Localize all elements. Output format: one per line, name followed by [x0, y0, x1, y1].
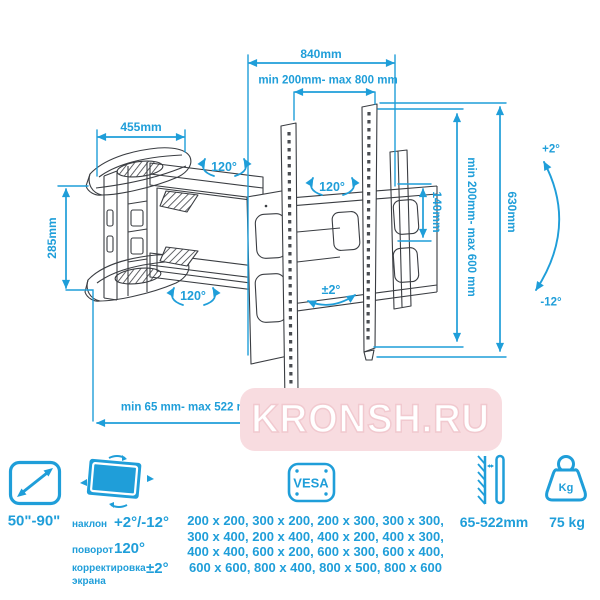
- dimension-lines: [57, 54, 561, 428]
- mount-line-art: [84, 103, 438, 404]
- screen-size-icon: [8, 460, 62, 506]
- dim-hole-spacing-label: 140mm: [430, 191, 444, 233]
- swivel-top-label: 120°: [211, 159, 237, 174]
- dim-tv-bracket-height-label: 285mm: [45, 217, 59, 259]
- vesa-sizes-line4: 600 x 600, 800 x 400, 800 x 500, 800 x 6…: [188, 559, 442, 575]
- watermark-text: KRONSH.RU: [251, 396, 491, 442]
- tilt-spec-value: +2°/-12°: [114, 514, 169, 531]
- vesa-sizes-line1: 200 x 200, 300 x 200, 200 x 300, 300 x 3…: [187, 513, 444, 528]
- wall-distance-label: 65-522mm: [459, 514, 529, 530]
- vesa-sizes-list: 200 x 200, 300 x 200, 200 x 300, 300 x 3…: [175, 513, 456, 575]
- swivel-spec-label: поворот: [72, 545, 114, 556]
- weight-icon: [545, 455, 587, 502]
- dim-tv-bracket-width-label: 455mm: [120, 120, 162, 134]
- swivel-spec-value: 120°: [114, 540, 146, 557]
- correction-spec-value: ±2°: [146, 560, 169, 577]
- watermark-badge: KRONSH.RU: [240, 388, 502, 451]
- vesa-sizes-line2: 300 x 400, 200 x 400, 400 x 200, 400 x 3…: [187, 528, 444, 544]
- tilt-spec-label: наклон: [72, 519, 108, 530]
- weight-unit-label: Kg: [558, 482, 574, 494]
- vesa-sizes-line3: 400 x 400, 600 x 200, 600 x 300, 600 x 4…: [187, 544, 444, 560]
- dim-total-width-label: 840mm: [300, 47, 342, 61]
- correction-spec-label2: экрана: [72, 576, 106, 587]
- vesa-title: VESA: [293, 475, 329, 491]
- dim-width-range-label: min 200mm- max 800 mm: [258, 74, 398, 87]
- dim-extension-range-label: min 65 mm- max 522 mm: [120, 401, 258, 414]
- tilt-down-label: -12°: [540, 296, 562, 309]
- tilt-up-label: +2°: [542, 143, 560, 156]
- vesa-icon: [287, 462, 336, 503]
- swivel-mid-label: 120°: [319, 179, 345, 194]
- correction-spec-label: корректировка: [72, 563, 146, 574]
- weight-value-label: 75 kg: [549, 514, 585, 530]
- dim-height-range-label: min 200mm- max 600 mm: [464, 157, 477, 297]
- wall-distance-icon: [477, 454, 505, 505]
- dim-total-height-label: 630mm: [505, 191, 519, 233]
- level-adjust-label: ±2°: [321, 282, 341, 297]
- screen-size-label: 50"-90": [7, 512, 61, 530]
- swivel-bottom-label: 120°: [180, 288, 206, 303]
- screen-adjust-icon: [80, 455, 154, 508]
